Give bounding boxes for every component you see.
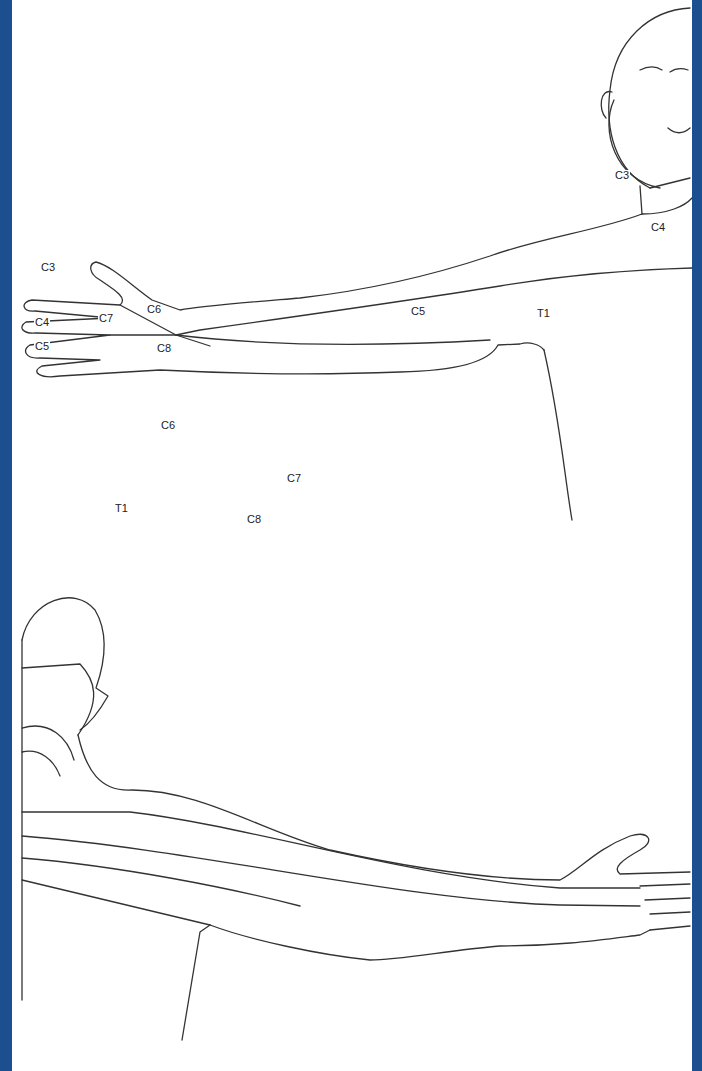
- c7-c8-boundary: [110, 334, 176, 335]
- frame-strip: [0, 0, 12, 1071]
- dermatome-label: T1: [114, 503, 129, 514]
- head-outline: [22, 598, 108, 730]
- arm-outline: [78, 735, 690, 880]
- jaw: [650, 178, 690, 188]
- dermatome-label: C4: [34, 317, 50, 328]
- dermatome-label: C8: [246, 514, 262, 525]
- c4-boundary: [642, 198, 692, 214]
- dermatome-label: C7: [98, 313, 114, 324]
- c6-c7-boundary: [22, 812, 640, 888]
- torso-line: [544, 350, 572, 520]
- dermatome-label: C6: [146, 304, 162, 315]
- neck: [640, 186, 642, 214]
- c3-boundary: [22, 664, 94, 735]
- dermatome-label: C4: [650, 222, 666, 233]
- dermatome-label: C7: [286, 473, 302, 484]
- dermatome-label: T1: [536, 308, 551, 319]
- c5-boundary: [22, 751, 60, 776]
- torso-line: [182, 925, 210, 1040]
- c7-c8-boundary: [22, 836, 640, 906]
- c8-boundary: [176, 335, 490, 344]
- c6-c7-boundary: [120, 305, 210, 346]
- dermatome-label: C5: [34, 341, 50, 352]
- c5-t1-boundary: [176, 268, 692, 335]
- dermatome-label: C8: [156, 343, 172, 354]
- mouth: [668, 128, 690, 133]
- c4-boundary: [22, 726, 74, 760]
- arm-outline: [22, 214, 642, 377]
- dermatome-label: C3: [40, 262, 56, 273]
- t1-c8-boundary: [22, 858, 300, 906]
- fingers: [640, 884, 690, 930]
- t1-lower-boundary: [22, 880, 210, 925]
- dermatome-label: C5: [410, 306, 426, 317]
- back-line: [21, 640, 22, 1000]
- frame-strip: [692, 0, 702, 1071]
- arm-underside: [210, 925, 650, 960]
- eyes: [640, 67, 688, 72]
- c3-boundary: [609, 100, 660, 188]
- head-outline: [609, 8, 690, 188]
- dermatome-label: C3: [614, 170, 630, 181]
- dermatome-label: C6: [160, 420, 176, 431]
